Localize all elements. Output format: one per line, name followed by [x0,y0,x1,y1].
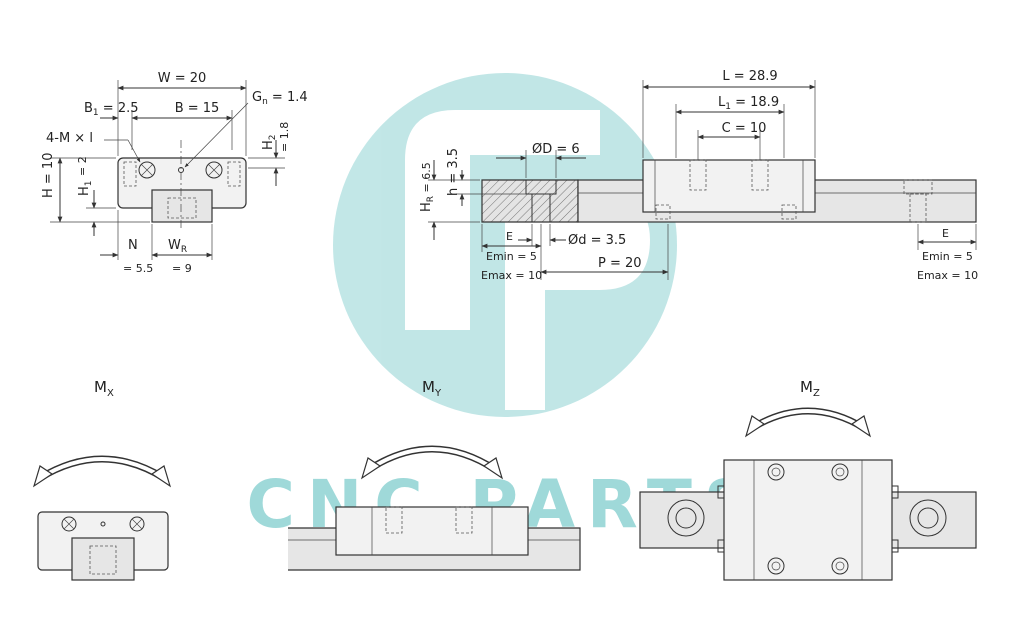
watermark-letter-c [405,110,600,330]
my-carriage-outline [335,506,529,556]
moment-my-view [288,445,581,571]
dim-WR-label: WR [168,238,187,255]
rail-bolt-hole-hidden [167,197,197,219]
dim-H1-label: H1 [77,180,94,196]
dim-P-label: P = 20 [598,256,642,271]
moment-mz-label: MZ [800,378,820,399]
rail-front-outline [151,189,213,223]
bore-d [531,193,551,223]
dim-W-label: W = 20 [158,71,207,86]
mount-hole-right-hidden [227,161,241,187]
front-view: W = 20 B1 = 2.5 B = 15 Gn = 1.4 4-M × l … [41,71,308,275]
rail-hole-right [909,193,927,223]
dim-M-label: 4-M × l [46,131,93,146]
side-view: L = 28.9 L1 = 18.9 C = 10 ØD = 6 Ød = 3.… [419,69,978,282]
dim-Emax-right: Emax = 10 [917,269,978,282]
dim-N-label: N [128,238,138,253]
carriage-seal-right [781,204,797,220]
dim-E-left-label: E [506,230,513,243]
moment-mx-view [32,455,172,581]
dim-Emin-right: Emin = 5 [922,250,973,263]
dim-H2-label: H2 [261,134,278,150]
dim-L-label: L = 28.9 [722,69,777,84]
dim-D-label: ØD = 6 [532,142,580,157]
ball-left-icon [138,161,156,179]
mz-carriage-outline [723,459,893,581]
dim-d-label: Ød = 3.5 [568,233,626,248]
dim-HR-label: HR = 6.5 [419,162,436,212]
dim-B-label: B = 15 [175,101,220,116]
mount-hole-left-hidden [123,161,137,187]
dim-L1-label: L1 = 18.9 [718,95,779,112]
carriage-side-outline [642,159,816,213]
dim-E-right-label: E [942,227,949,240]
dim-B1-label: B1 = 2.5 [84,101,139,118]
dim-Gn-label: Gn = 1.4 [252,90,308,107]
mx-rail-outline [71,537,135,581]
moment-mx-label: MX [94,378,114,399]
ball-right-icon [205,161,223,179]
dim-C-label: C = 10 [722,121,767,136]
rail-section-hatched [481,179,579,223]
dim-h-label: h = 3.5 [446,148,461,196]
dim-Emax-left: Emax = 10 [481,269,542,282]
dim-N-value: = 5.5 [123,262,153,275]
moment-my-label: MY [422,378,442,399]
carriage-seal-left [655,204,671,220]
dim-Emin-left: Emin = 5 [486,250,537,263]
moment-mz-view [639,407,977,581]
dim-WR-value: = 9 [172,262,192,275]
dim-H1-value: = 2 [76,156,89,176]
dim-H2-value: = 1.8 [278,122,291,152]
dim-H-label: H = 10 [41,153,56,198]
